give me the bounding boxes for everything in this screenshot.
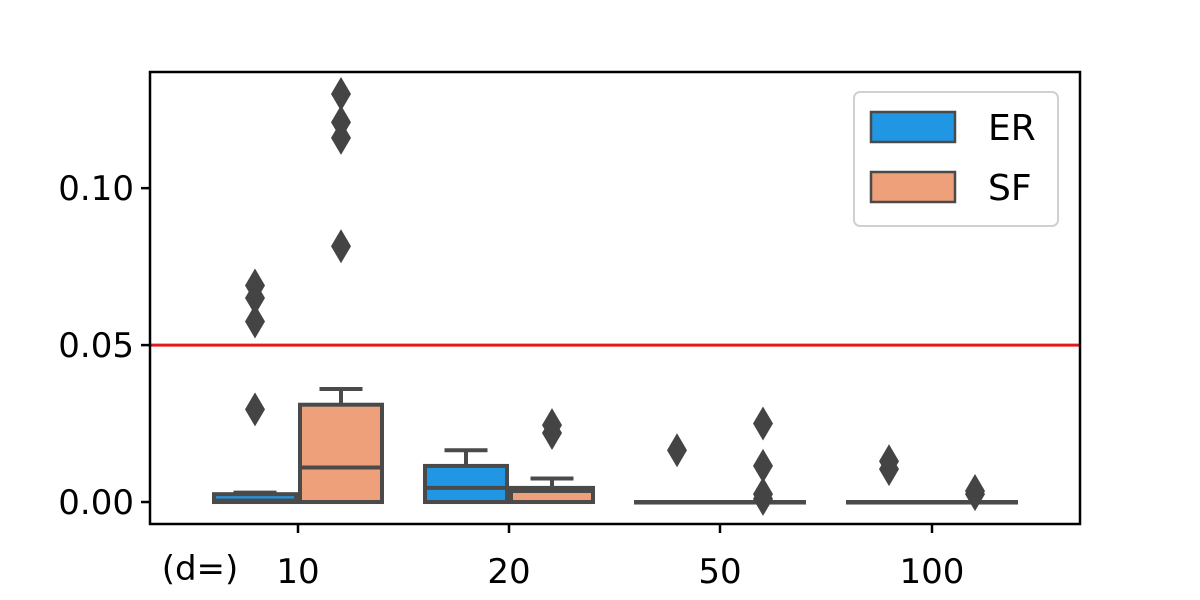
- box-er-10: [212, 268, 298, 505]
- outlier-point: [331, 105, 351, 140]
- box-sf-50: [720, 406, 806, 516]
- plot-area: [150, 76, 1080, 516]
- outlier-point: [245, 392, 265, 427]
- outlier-point: [331, 229, 351, 264]
- legend: ER SF: [853, 91, 1059, 227]
- outlier-point: [965, 474, 985, 509]
- y-tick-label: 0.05: [58, 326, 134, 366]
- y-tick-label: 0.10: [58, 169, 134, 209]
- axes: 0.00 0.05 0.10 10 20 50 100: [58, 70, 1082, 592]
- box-iqr: [298, 402, 384, 505]
- x-tick-label: 10: [276, 552, 319, 592]
- legend-swatch-er: [869, 110, 957, 144]
- box-iqr: [423, 463, 509, 505]
- outlier-point: [879, 444, 899, 479]
- outlier-point: [753, 448, 773, 483]
- box-er-20: [423, 448, 509, 505]
- y-tick-label: 0.00: [58, 483, 134, 523]
- box-sf-100: [932, 474, 1018, 512]
- outlier-point: [245, 304, 265, 339]
- outlier-point: [542, 408, 562, 443]
- box-er-100: [846, 444, 932, 505]
- box-er-50: [634, 433, 720, 505]
- legend-label-sf: SF: [988, 168, 1032, 209]
- x-tick-label: 50: [698, 552, 741, 592]
- outlier-point: [245, 268, 265, 303]
- x-axis-label: (d=): [162, 549, 239, 589]
- legend-swatch-sf: [869, 170, 957, 204]
- x-tick-label: 100: [900, 552, 965, 592]
- outlier-point: [753, 477, 773, 512]
- plot-frame: [148, 70, 1082, 526]
- outlier-point: [331, 76, 351, 111]
- outlier-point: [753, 406, 773, 441]
- outlier-point: [667, 433, 687, 468]
- box-sf-10: [298, 76, 384, 505]
- legend-label-er: ER: [988, 108, 1036, 149]
- box-sf-20: [509, 408, 595, 505]
- x-tick-label: 20: [487, 552, 530, 592]
